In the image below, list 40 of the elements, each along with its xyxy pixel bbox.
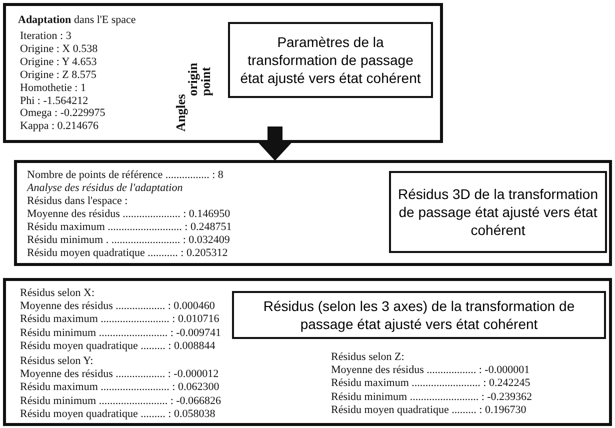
panel-heading: Adaptation dans l'E space — [18, 14, 136, 27]
block-arrow — [257, 126, 293, 161]
data-row: Résidu maximum ........................... : 0.248751 — [27, 221, 232, 234]
data-row: Résidus selon Z: — [331, 351, 404, 364]
data-row: Origine : Z 8.575 — [20, 68, 96, 82]
data-row: Résidu moyen quadratique ......... : 0.008844 — [20, 340, 216, 353]
data-row: Kappa : 0.214676 — [20, 120, 99, 134]
data-row: Résidu minimum . ......................... : 0.032409 — [27, 234, 230, 247]
data-panel — [14, 160, 612, 266]
data-row: Origine : Y 4.653 — [20, 56, 97, 69]
data-row: Résidu moyen quadratique ........... : 0.205312 — [27, 247, 228, 260]
data-panel — [3, 278, 612, 426]
data-row: Résidu moyen quadratique ......... : 0.058038 — [20, 408, 216, 421]
caption-box: Résidus (selon les 3 axes) de la transformation de passage état ajusté vers état cohérent — [232, 291, 606, 339]
data-row: Résidu minimum ......................... : -0.066826 — [20, 394, 222, 408]
axis-label: Angles — [174, 94, 187, 132]
data-row: Moyenne des résidus .................. : -0.000001 — [331, 364, 530, 378]
data-row: Phi : -1.564212 — [20, 94, 88, 108]
data-row: Résidus dans l'espace : — [27, 195, 128, 208]
data-row: Moyenne des résidus .................. : -0.000012 — [20, 368, 219, 382]
data-panel — [3, 3, 443, 143]
data-row: Résidus selon Y: — [20, 355, 94, 368]
data-row: Résidu minimum ......................... : -0.009741 — [20, 326, 222, 340]
data-row: Résidu maximum ......................... : 0.062300 — [20, 381, 220, 394]
data-row: Résidu moyen quadratique ......... : 0.196730 — [331, 404, 526, 417]
data-row: Iteration : 3 — [20, 30, 72, 43]
axis-label: origin point — [186, 62, 212, 96]
data-row: Homothetie : 1 — [20, 82, 86, 95]
data-row: Résidus selon X: — [20, 287, 95, 300]
data-row: Résidu maximum ......................... : 0.242245 — [331, 377, 530, 390]
data-row: Omega : -0.229975 — [20, 107, 106, 120]
caption-box: Paramètres de la transformation de passage état ajusté vers état cohérent — [228, 22, 433, 98]
data-row: Résidu minimum ......................... : -0.239362 — [331, 390, 532, 404]
data-row: Nombre de points de référence ................ : 8 — [27, 169, 224, 182]
caption-box: Résidus 3D de la transformation de passage état ajusté vers état cohérent — [389, 171, 607, 253]
data-row: Origine : X 0.538 — [20, 42, 98, 56]
data-row: Résidu maximum ......................... : 0.010716 — [20, 313, 220, 326]
data-row: Moyenne des résidus .................. : 0.000460 — [20, 300, 215, 314]
data-row: Moyenne des résidus ..................... : 0.146950 — [27, 208, 230, 221]
data-row: Analyse des résidus de l'adaptation — [27, 182, 183, 195]
